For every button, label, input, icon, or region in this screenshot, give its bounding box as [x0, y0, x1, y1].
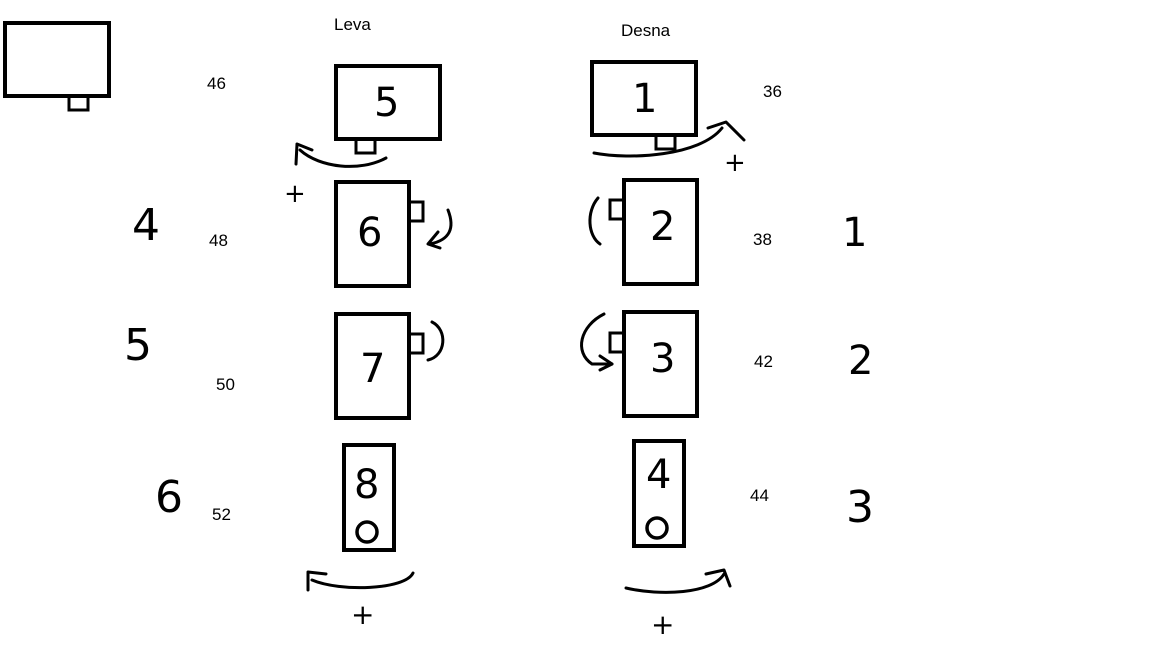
legend-number-2: 5 [124, 320, 152, 371]
right-plus-1: + [724, 148, 746, 178]
left-plus-1: + [284, 179, 306, 209]
right-device-2-number: 2 [650, 204, 675, 250]
right-device-1-number: 1 [632, 76, 657, 122]
left-plus-2: + [351, 598, 374, 631]
right-curved-arrow-1 [592, 126, 724, 158]
legend-number-3: 6 [155, 472, 183, 523]
right-column-header: Desna [621, 21, 671, 40]
right-arrow-head-1 [706, 120, 746, 142]
right-seat-1: 36 [763, 82, 782, 101]
right-curved-arrow-2 [588, 196, 602, 246]
right-device-3-number: 3 [650, 336, 675, 382]
left-device-2-number: 6 [357, 210, 382, 256]
right-arrow-head-4 [704, 568, 732, 588]
left-curved-arrow-1 [298, 148, 388, 168]
right-side-number-3: 3 [846, 482, 874, 533]
right-device-3: 3 [608, 310, 699, 418]
right-curved-arrow-4 [624, 572, 726, 594]
right-seat-2: 38 [753, 230, 772, 249]
left-curved-arrow-3 [426, 320, 445, 362]
right-device-2: 2 [608, 178, 699, 286]
legend-number-1: 4 [132, 200, 160, 251]
right-arrow-head-3 [598, 354, 614, 372]
left-device-2: 6 [334, 180, 425, 288]
right-device-4-number: 4 [646, 452, 671, 498]
left-seat-1: 46 [207, 74, 226, 93]
left-arrow-head-4 [306, 570, 328, 592]
left-device-4: 8 [342, 443, 396, 552]
right-side-number-1: 1 [842, 210, 867, 256]
left-arrow-head-2 [426, 230, 442, 250]
left-seat-4: 52 [212, 505, 231, 524]
left-seat-2: 48 [209, 231, 228, 250]
left-device-3-number: 7 [360, 346, 385, 392]
right-curved-arrow-3 [580, 312, 614, 366]
left-device-1: 5 [334, 64, 442, 155]
right-seat-3: 42 [754, 352, 773, 371]
left-device-1-number: 5 [374, 80, 399, 126]
left-seat-3: 50 [216, 375, 235, 394]
right-side-number-2: 2 [848, 338, 873, 384]
left-column-header: Leva [334, 15, 371, 34]
right-plus-2: + [651, 608, 674, 641]
right-device-1: 1 [590, 60, 698, 151]
left-device-4-number: 8 [354, 462, 379, 508]
right-seat-4: 44 [750, 486, 769, 505]
left-device-3: 7 [334, 312, 425, 420]
monitor-icon [3, 21, 111, 112]
left-arrow-head-1 [294, 142, 314, 166]
left-curved-arrow-4 [310, 571, 415, 590]
left-curved-arrow-2 [428, 208, 453, 246]
right-device-4: 4 [632, 439, 686, 548]
